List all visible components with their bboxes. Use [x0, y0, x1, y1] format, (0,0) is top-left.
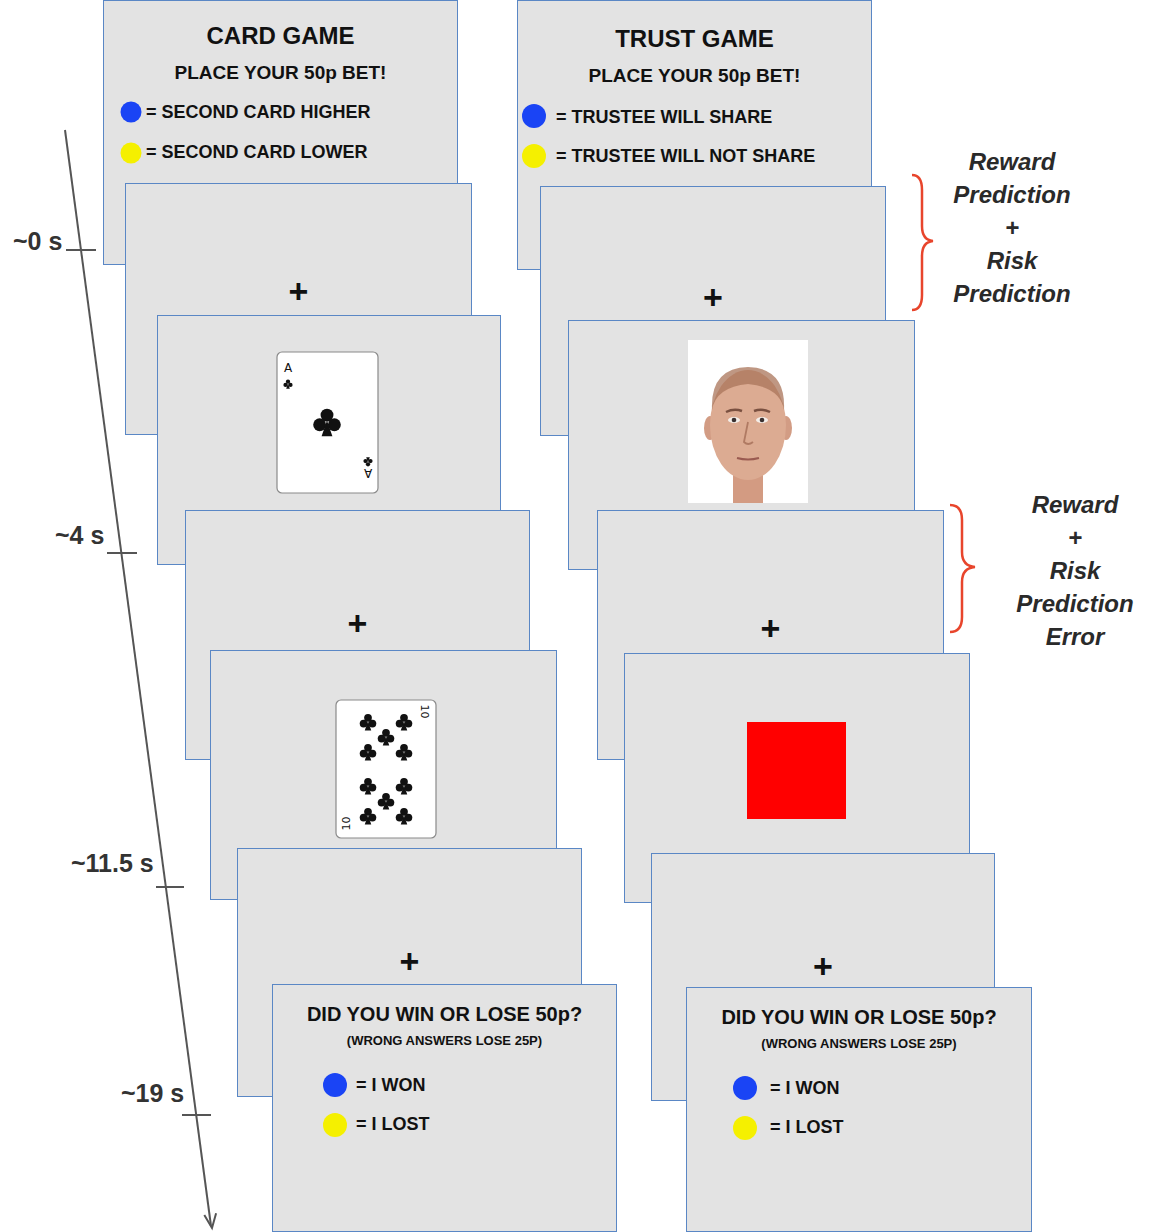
- card-index: 10: [419, 705, 430, 719]
- time-label: ~0 s: [13, 226, 62, 256]
- phase-annotation: Reward Prediction + Risk Prediction: [932, 145, 1092, 310]
- axis-tick: [156, 886, 184, 888]
- axis-arrowhead: [204, 1213, 216, 1228]
- answer-option: = I LOST: [356, 1114, 430, 1136]
- question-text: DID YOU WIN OR LOSE 50p?: [721, 1005, 996, 1029]
- blue-dot: [121, 102, 142, 123]
- question-slide: DID YOU WIN OR LOSE 50p? (WRONG ANSWERS L…: [272, 984, 617, 1232]
- fixation-cross: +: [813, 949, 833, 983]
- curly-brace: [912, 175, 933, 310]
- answer-option: = I WON: [356, 1075, 426, 1097]
- axis-tick: [66, 249, 96, 251]
- red-square: [747, 722, 846, 819]
- option-text: = TRUSTEE WILL NOT SHARE: [556, 146, 815, 168]
- answer-option: = I WON: [770, 1078, 840, 1100]
- blue-dot: [323, 1073, 347, 1097]
- option-text: = SECOND CARD HIGHER: [146, 102, 371, 124]
- question-note: (WRONG ANSWERS LOSE 25P): [347, 1033, 542, 1049]
- yellow-dot: [733, 1116, 757, 1140]
- game-title: TRUST GAME: [615, 25, 774, 54]
- option-text: = SECOND CARD LOWER: [146, 142, 368, 164]
- axis-tick: [182, 1114, 211, 1116]
- yellow-dot: [121, 143, 142, 164]
- option-dots: [0, 0, 1161, 200]
- axis-tick: [107, 552, 137, 554]
- option-text: = TRUSTEE WILL SHARE: [556, 107, 772, 129]
- curly-brace: [950, 505, 975, 632]
- card-index: A: [284, 362, 292, 374]
- yellow-dot: [323, 1113, 347, 1137]
- time-label: ~11.5 s: [71, 848, 154, 878]
- blue-dot: [733, 1076, 757, 1100]
- question-note: (WRONG ANSWERS LOSE 25P): [761, 1036, 956, 1052]
- fixation-cross: +: [289, 274, 309, 308]
- game-title: CARD GAME: [207, 22, 355, 51]
- fixation-cross: +: [348, 606, 368, 640]
- question-text: DID YOU WIN OR LOSE 50p?: [307, 1002, 582, 1026]
- time-label: ~4 s: [55, 520, 104, 550]
- time-label: ~19 s: [121, 1078, 184, 1108]
- card-index: 10: [341, 817, 352, 831]
- blue-dot: [522, 104, 546, 128]
- yellow-dot: [522, 144, 546, 168]
- bet-prompt: PLACE YOUR 50p BET!: [175, 62, 387, 85]
- fixation-cross: +: [703, 280, 723, 314]
- bet-prompt: PLACE YOUR 50p BET!: [589, 65, 801, 88]
- fixation-cross: +: [761, 611, 781, 645]
- answer-dots: [0, 1040, 1161, 1232]
- answer-option: = I LOST: [770, 1117, 844, 1139]
- phase-annotation: Reward + Risk Prediction Error: [1000, 488, 1150, 653]
- fixation-cross: +: [400, 944, 420, 978]
- card-index: A: [364, 467, 372, 479]
- question-slide: DID YOU WIN OR LOSE 50p? (WRONG ANSWERS L…: [686, 987, 1032, 1232]
